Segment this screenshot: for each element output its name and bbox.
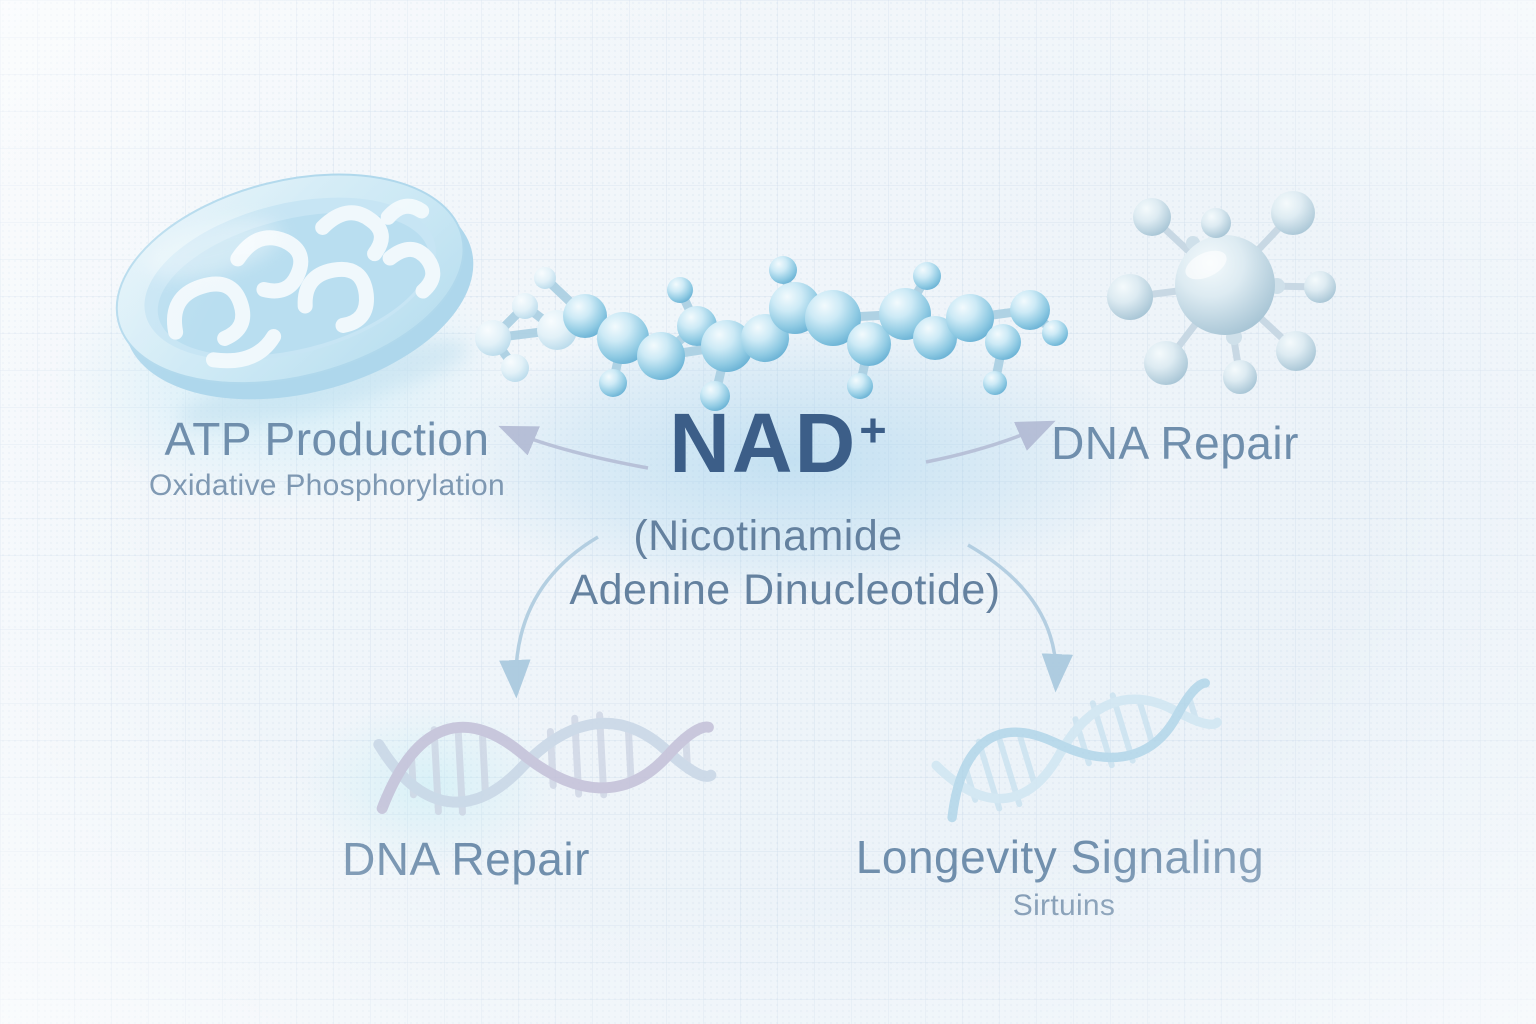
nad-molecule-icon	[465, 218, 1068, 418]
dna-helix-icon	[368, 679, 717, 847]
atp-production-label: ATP Production	[164, 413, 490, 465]
center-subtitle-line2: Adenine Dinucleotide)	[569, 566, 1001, 614]
center-title-text: NAD	[669, 396, 858, 490]
center-title-superscript: +	[859, 403, 889, 457]
dna-helix-icon	[914, 633, 1235, 861]
dna-repair-top-label: DNA Repair	[1051, 417, 1299, 469]
dna-repair-bottom-label: DNA Repair	[342, 833, 590, 885]
arrow-to-atp-production	[498, 425, 649, 470]
enzyme-molecule-icon	[1090, 165, 1360, 435]
arrow-to-dna-repair-top	[925, 420, 1056, 464]
mitochondrion-icon	[79, 118, 511, 462]
longevity-signaling-label: Longevity Signaling	[855, 831, 1265, 883]
center-title: NAD+	[669, 395, 888, 492]
atp-production-sublabel: Oxidative Phosphorylation	[148, 469, 506, 502]
center-subtitle-line1: (Nicotinamide	[633, 512, 903, 560]
longevity-signaling-sublabel: Sirtuins	[1012, 889, 1116, 922]
